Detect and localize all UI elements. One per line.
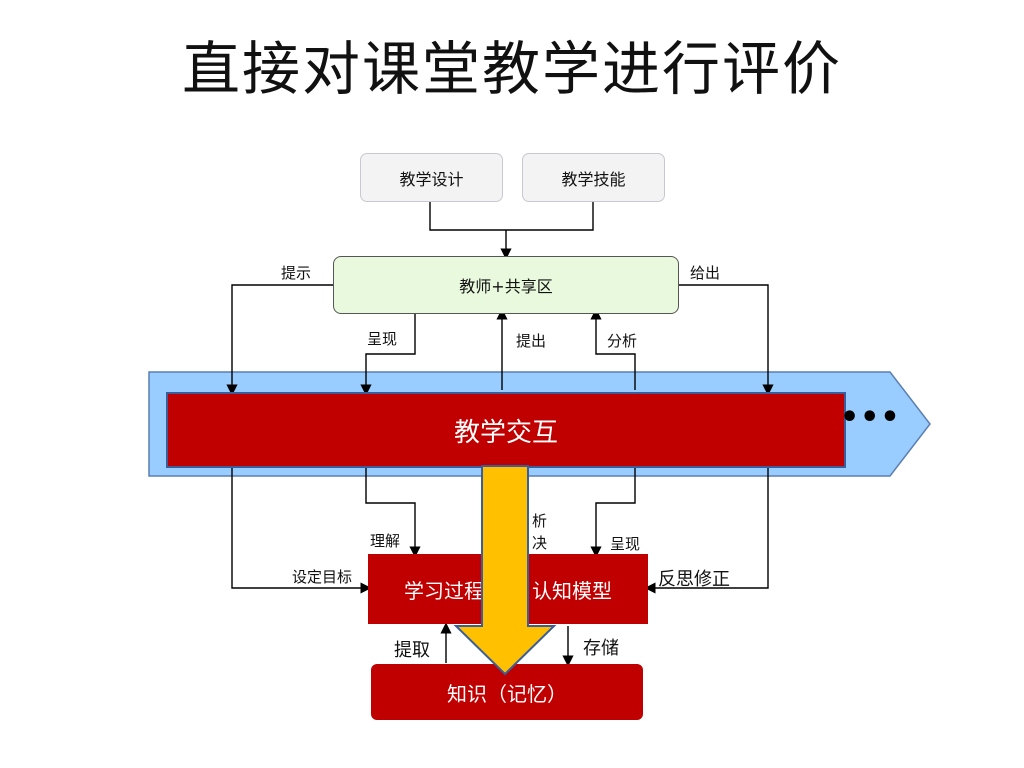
cognitive-model-label: 认知模型 [532,578,612,603]
ellipsis-mark: ••• [840,400,901,435]
label-analyze-partial: 析 [532,512,548,530]
label-present-bottom: 呈现 [610,535,641,553]
teacher-shared-area-box: 教师+共享区 [333,256,679,314]
label-present-top: 呈现 [367,330,398,348]
knowledge-memory-label: 知识（记忆） [447,681,567,706]
learning-process-label: 学习过程 [404,578,484,603]
teaching-design-box: 教学设计 [360,153,503,202]
teacher-shared-area-label: 教师+共享区 [459,277,553,296]
teaching-interaction-label: 教学交互 [453,417,558,448]
label-set-goal: 设定目标 [292,568,353,586]
label-retrieve: 提取 [394,640,430,661]
teaching-skills-box: 教学技能 [522,153,665,202]
label-analyze: 分析 [607,332,638,350]
teaching-interaction-box: 教学交互 [166,392,846,468]
page-title: 直接对课堂教学进行评价 [181,35,842,103]
label-reflect: 反思修正 [658,569,730,590]
teaching-design-label: 教学设计 [399,169,464,189]
label-understand: 理解 [370,532,401,550]
label-hint: 提示 [281,264,312,282]
label-give: 给出 [690,264,721,282]
label-propose: 提出 [516,332,547,350]
label-solve-partial: 决 [532,534,548,552]
label-store: 存储 [583,638,619,659]
teaching-skills-label: 教学技能 [561,169,626,189]
